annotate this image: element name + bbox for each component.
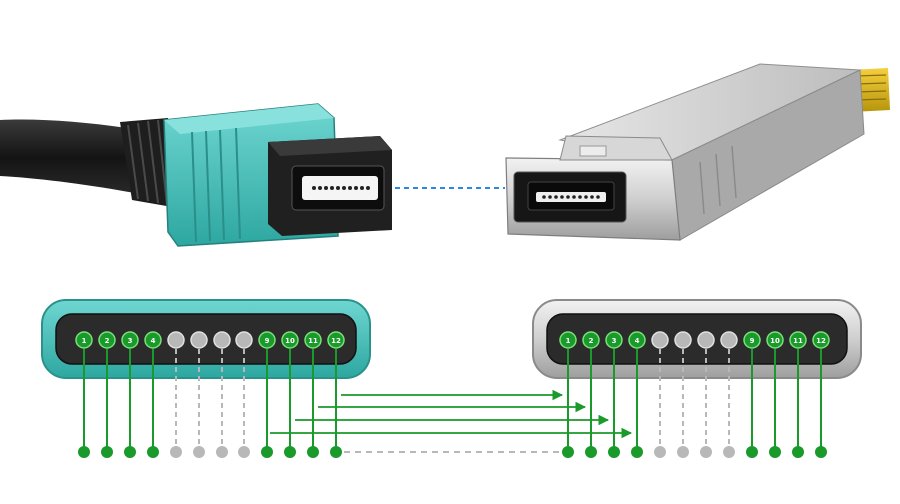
left-fiber-label: 4 — [151, 337, 156, 345]
right-fiber-label: 12 — [816, 337, 826, 345]
left-fiber-port — [235, 331, 253, 349]
right-fiber-label: 3 — [612, 337, 617, 345]
left-fiber-end-dot — [261, 446, 273, 458]
left-fiber-label: 3 — [128, 337, 133, 345]
right-fiber-label: 9 — [750, 337, 755, 345]
left-fiber-port — [304, 331, 322, 349]
right-fiber-label: 2 — [589, 337, 594, 345]
right-fiber-label: 11 — [793, 337, 803, 345]
right-fiber-port — [697, 331, 715, 349]
right-fiber-end-dot — [585, 446, 597, 458]
left-fiber-end-dot — [101, 446, 113, 458]
right-fiber-end-dot — [608, 446, 620, 458]
right-fiber-label: 4 — [635, 337, 640, 345]
right-fiber-end-dot — [700, 446, 712, 458]
left-fiber-end-dot — [307, 446, 319, 458]
left-fiber-port — [281, 331, 299, 349]
right-fiber-port — [812, 331, 830, 349]
right-fiber-port — [605, 331, 623, 349]
right-endface — [546, 313, 848, 365]
left-fiber-port — [98, 331, 116, 349]
left-fiber-end-dot — [147, 446, 159, 458]
right-fiber-end-dot — [677, 446, 689, 458]
right-fiber-end-dot — [562, 446, 574, 458]
left-fiber-port — [190, 331, 208, 349]
left-fiber-port — [144, 331, 162, 349]
left-fiber-label: 10 — [285, 337, 295, 345]
right-fiber-port — [651, 331, 669, 349]
left-fiber-end-dot — [124, 446, 136, 458]
right-fiber-end-dot — [654, 446, 666, 458]
mpo-cable-connector-icon — [0, 103, 392, 247]
right-fiber-port — [743, 331, 761, 349]
right-fiber-port — [766, 331, 784, 349]
left-fiber-end-dot — [284, 446, 296, 458]
left-fiber-end-dot — [330, 446, 342, 458]
right-fiber-end-dot — [723, 446, 735, 458]
right-fiber-label: 1 — [566, 337, 571, 345]
right-fiber-end-dot — [769, 446, 781, 458]
right-fiber-port — [582, 331, 600, 349]
qsfp-transceiver-icon — [505, 63, 890, 241]
left-fiber-port — [75, 331, 93, 349]
left-fiber-label: 2 — [105, 337, 110, 345]
left-fiber-label: 12 — [331, 337, 341, 345]
left-fiber-port — [167, 331, 185, 349]
fiber-routes — [83, 349, 822, 453]
right-fiber-end-dot — [631, 446, 643, 458]
right-fiber-end-dot — [746, 446, 758, 458]
right-fiber-port — [674, 331, 692, 349]
left-fiber-port — [121, 331, 139, 349]
right-fiber-port — [628, 331, 646, 349]
left-fiber-label: 11 — [308, 337, 318, 345]
left-fiber-end-dot — [238, 446, 250, 458]
left-fiber-end-dot — [78, 446, 90, 458]
right-fiber-port — [789, 331, 807, 349]
left-fiber-port — [327, 331, 345, 349]
left-fiber-port — [258, 331, 276, 349]
right-fiber-port — [720, 331, 738, 349]
right-fiber-port — [559, 331, 577, 349]
left-fiber-end-dot — [193, 446, 205, 458]
left-fiber-end-dot — [170, 446, 182, 458]
left-fiber-label: 1 — [82, 337, 87, 345]
right-fiber-end-dot — [815, 446, 827, 458]
right-fiber-label: 10 — [770, 337, 780, 345]
left-fiber-port — [213, 331, 231, 349]
right-fiber-end-dot — [792, 446, 804, 458]
left-fiber-label: 9 — [265, 337, 270, 345]
left-fiber-end-dot — [216, 446, 228, 458]
